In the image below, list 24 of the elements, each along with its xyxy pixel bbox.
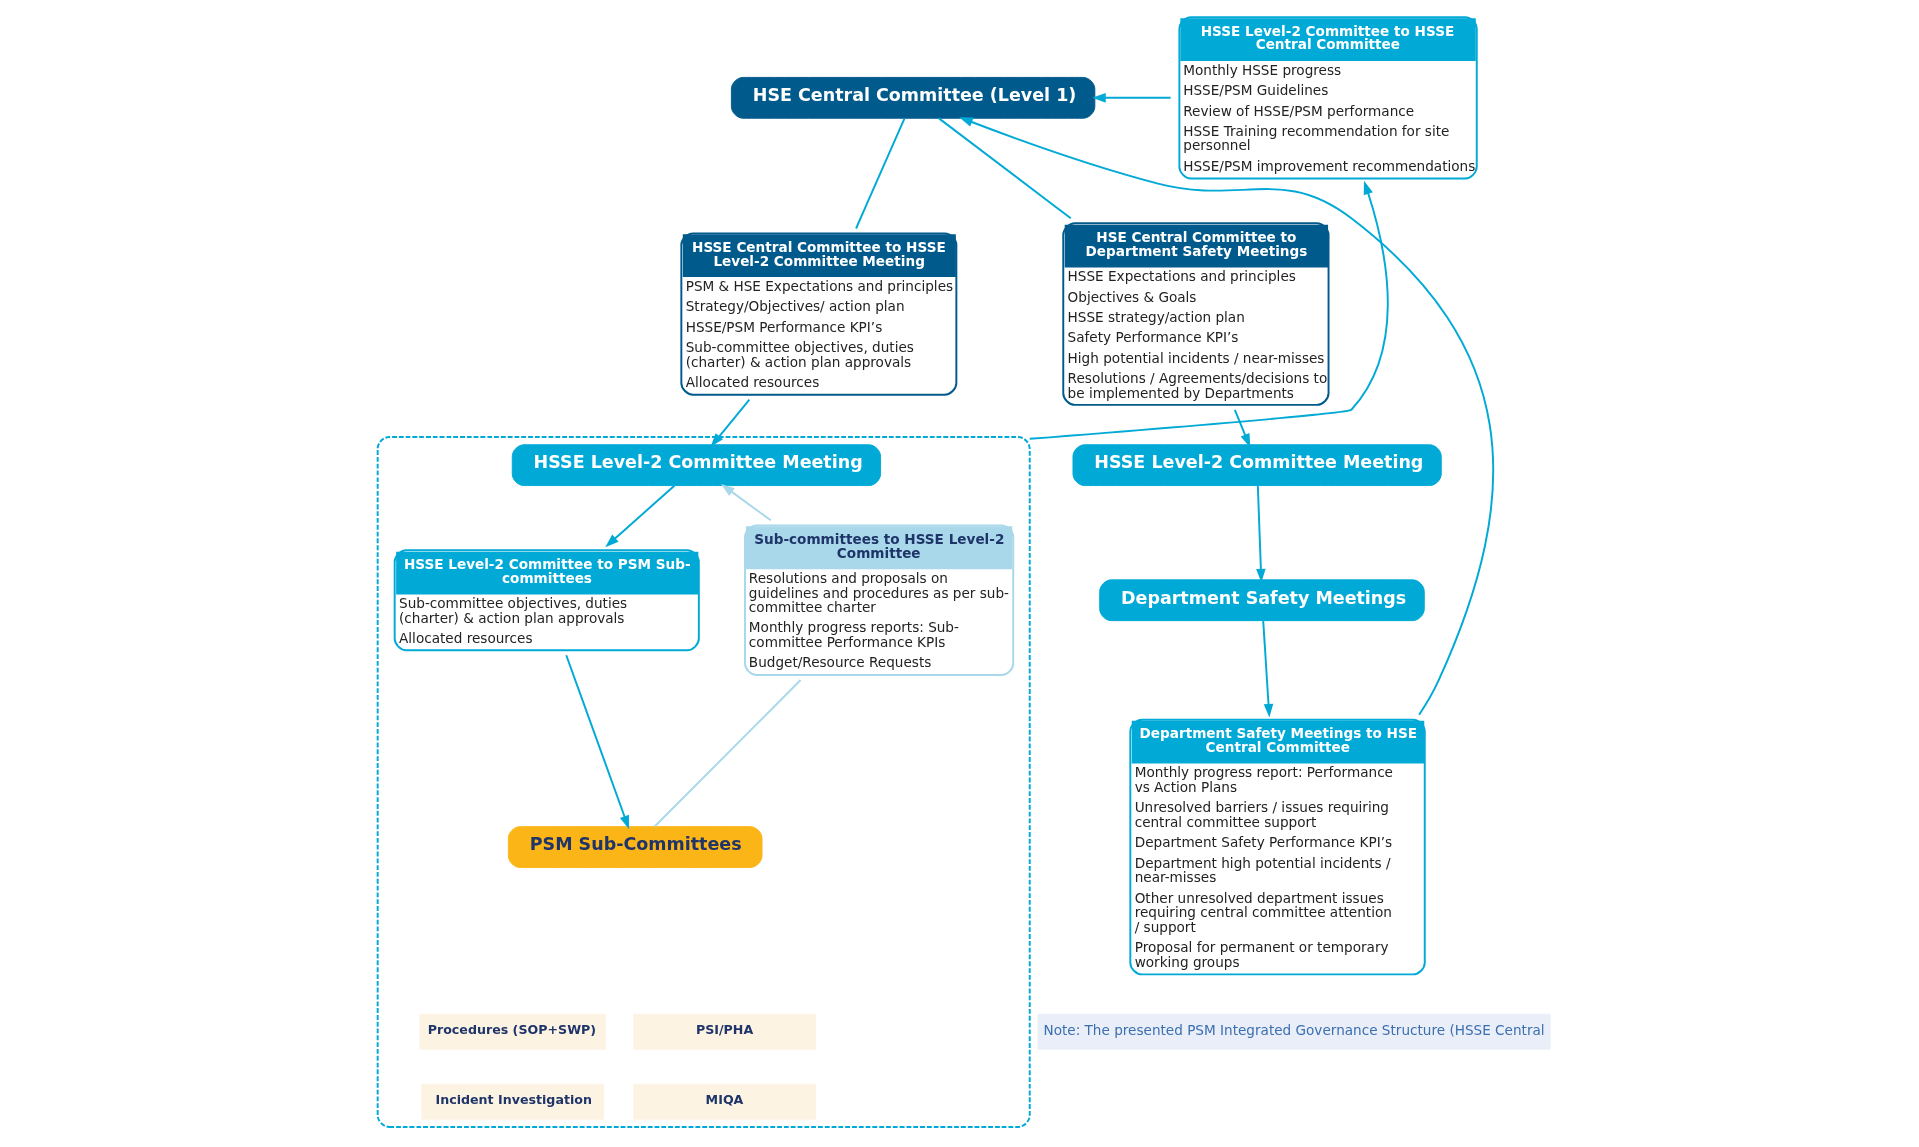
arrow (958, 117, 1494, 716)
arrow (1233, 408, 1250, 448)
node-box: Procedures (SOP+SWP) (418, 1013, 606, 1050)
arrow (1261, 619, 1273, 718)
node-box: Department Safety Meetings (1098, 579, 1425, 622)
arrow (604, 484, 675, 548)
node-box: MIQA (632, 1083, 816, 1120)
connector (937, 117, 1072, 220)
arrow (1091, 93, 1172, 103)
node-box: PSI/PHA (632, 1013, 816, 1050)
node-box: Incident Investigation (420, 1083, 604, 1120)
arrow (1255, 484, 1266, 583)
node-box: HSSE Level-2 Committee Meeting (511, 444, 881, 487)
arrow (710, 398, 750, 447)
arrow (1028, 180, 1389, 440)
node-box: HSSE Level-2 Committee Meeting (1072, 444, 1442, 487)
arrow (564, 654, 629, 830)
node-box: PSM Sub-Committees (507, 826, 762, 868)
arrow (720, 484, 772, 522)
cluster (376, 436, 1031, 1128)
connector (854, 117, 905, 230)
node-box: HSE Central Committee (Level 1) (730, 76, 1095, 119)
connector (653, 679, 802, 828)
label: Note: The presented PSM Integrated Governance Structure (HSSE Central (1042, 1022, 1545, 1039)
